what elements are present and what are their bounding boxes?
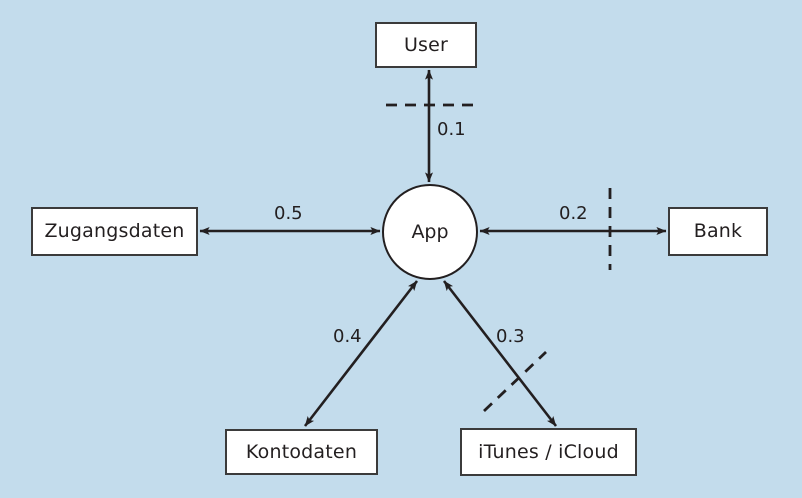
edge-label-zugang-app: 0.5: [274, 203, 303, 224]
node-kontodaten: Kontodaten: [225, 429, 378, 475]
edge-line-itunes-app: [442, 280, 558, 427]
node-zugangsdaten: Zugangsdaten: [31, 207, 198, 256]
node-label-itunes-icloud: iTunes / iCloud: [478, 440, 619, 463]
edge-label-user-app: 0.1: [437, 119, 466, 140]
edge-label-app-bank: 0.2: [559, 203, 588, 224]
edge-label-itunes-app: 0.3: [496, 326, 525, 347]
node-label-bank: Bank: [693, 220, 743, 242]
cut-mark-itunes: [483, 350, 547, 413]
node-user: User: [375, 22, 477, 68]
edge-label-konto-app: 0.4: [333, 326, 362, 347]
node-itunes-icloud: iTunes / iCloud: [460, 428, 637, 476]
edge-line-konto-app: [303, 280, 419, 427]
node-label-kontodaten: Kontodaten: [245, 440, 358, 463]
node-bank: Bank: [668, 207, 768, 256]
node-app: App: [382, 184, 478, 280]
node-label-zugangsdaten: Zugangsdaten: [44, 220, 185, 242]
node-label-app: App: [411, 220, 449, 243]
node-label-user: User: [403, 33, 449, 56]
